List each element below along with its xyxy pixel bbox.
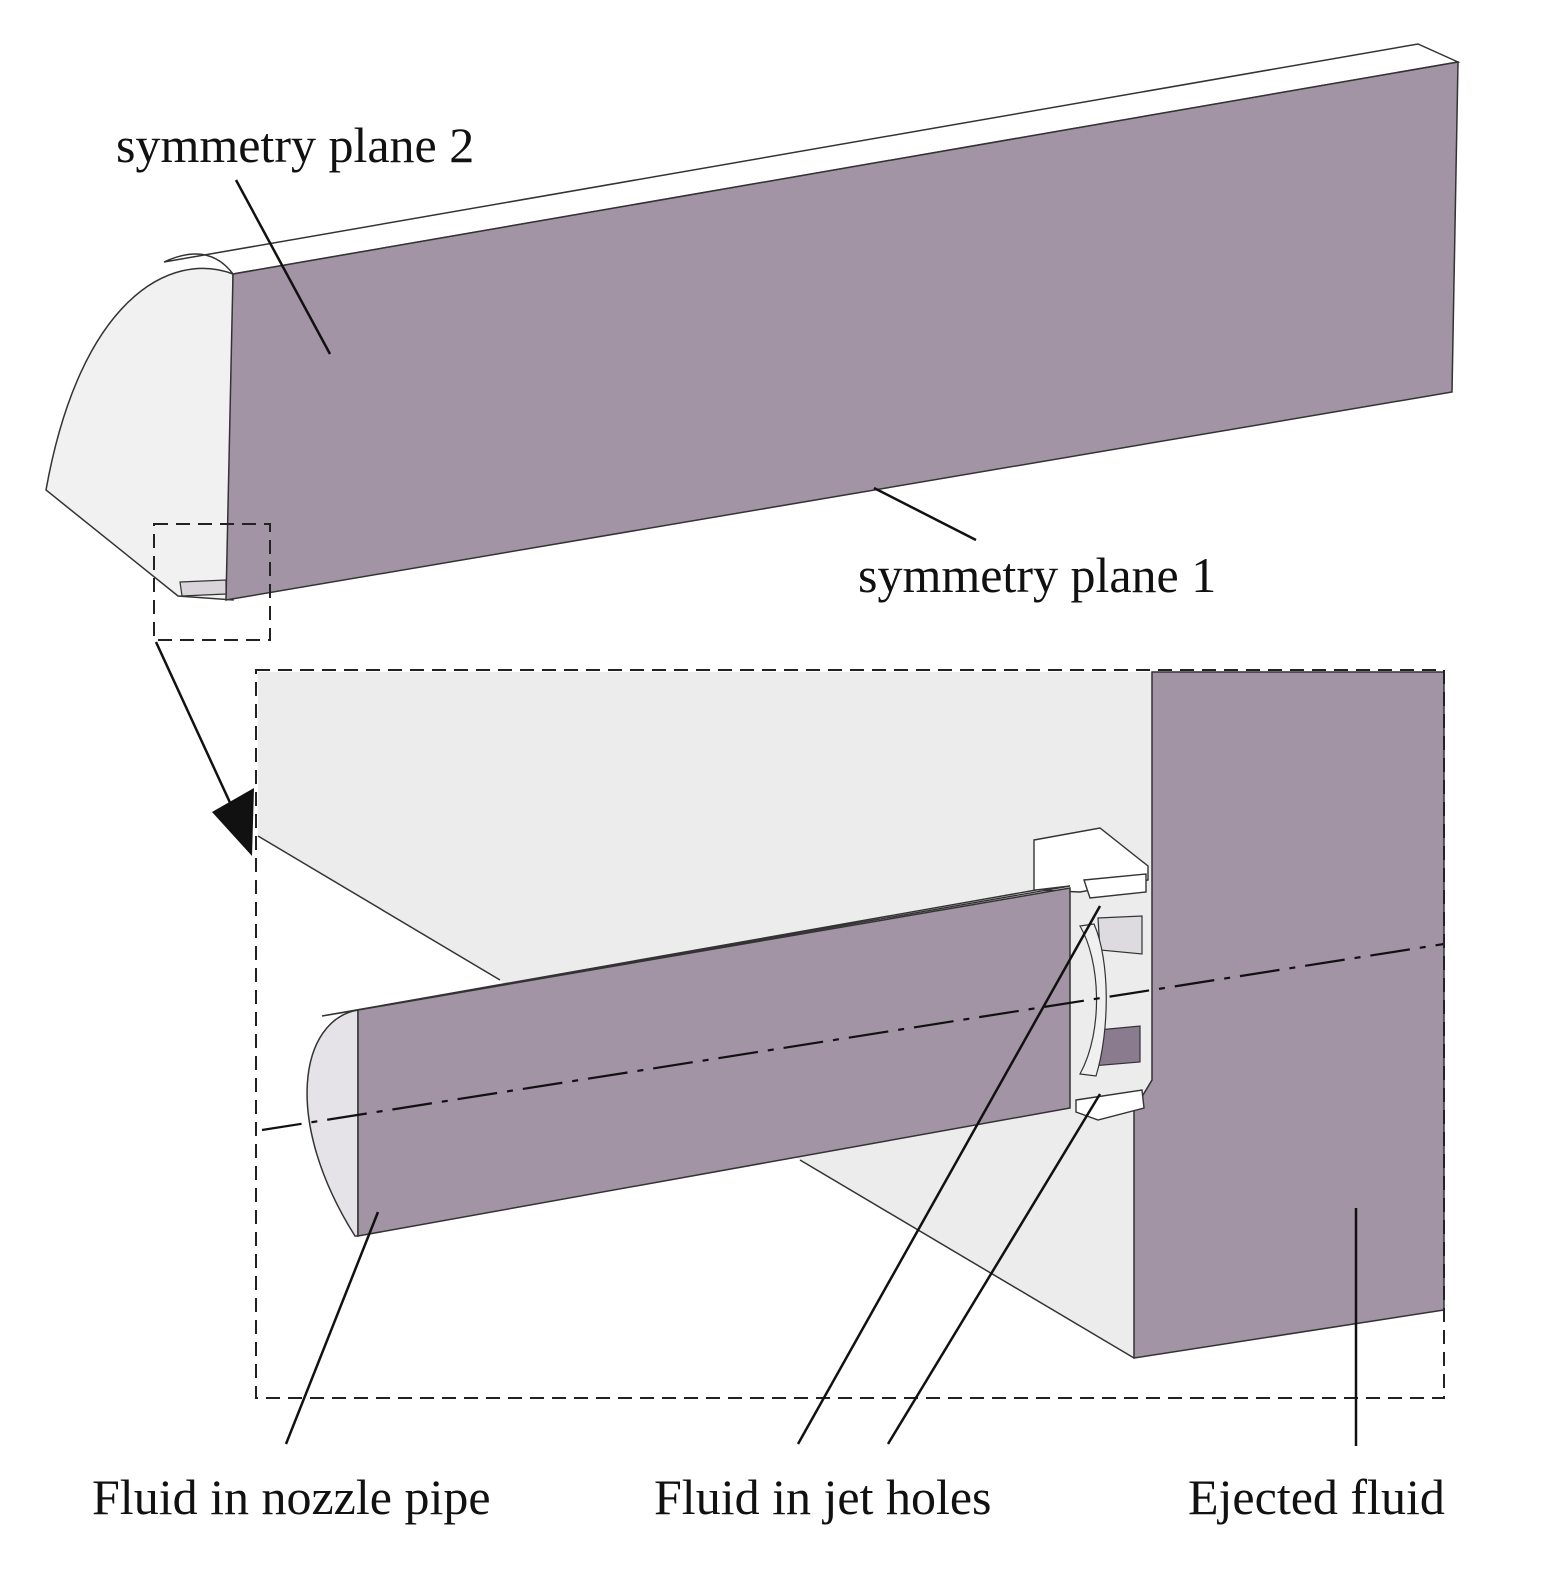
center-axis-line — [261, 942, 1445, 1132]
zoom-arrow — [154, 641, 254, 856]
label-fluid-in-jet-holes: Fluid in jet holes — [654, 1469, 992, 1525]
detail-box-small — [153, 523, 271, 641]
leader-fluid-in-nozzle-pipe — [284, 1211, 380, 1445]
jet-hole-curved-face — [1079, 923, 1107, 1077]
label-fluid-in-nozzle-pipe: Fluid in nozzle pipe — [92, 1469, 491, 1525]
zoom-arrow-head — [212, 788, 254, 856]
leader-lines — [234, 179, 1358, 1446]
jet-hole-lower-slot — [1075, 1089, 1145, 1121]
ejected-fluid-block — [1133, 671, 1445, 1359]
label-ejected-fluid: Ejected fluid — [1188, 1469, 1445, 1525]
detail-view — [255, 669, 1445, 1399]
domain-end-face — [45, 267, 234, 601]
leader-symmetry-plane-1 — [873, 486, 977, 542]
jet-hole-upper-slot — [1083, 873, 1147, 899]
detail-box-large — [255, 669, 1445, 1399]
full-domain-model — [45, 43, 1461, 641]
label-symmetry-plane-1: symmetry plane 1 — [858, 547, 1216, 603]
label-symmetry-plane-2: symmetry plane 2 — [116, 117, 474, 173]
symmetry-plane-2-face — [225, 61, 1459, 601]
leader-fluid-in-jet-holes-1 — [796, 905, 1102, 1445]
leader-fluid-in-jet-holes-2 — [886, 1093, 1102, 1445]
nozzle-pipe-end-face — [306, 1009, 359, 1237]
nozzle-pipe-face — [357, 887, 1071, 1237]
nozzle-stub — [179, 579, 227, 597]
leader-symmetry-plane-2 — [234, 179, 332, 355]
jet-hole-middle-upper — [1097, 915, 1143, 955]
